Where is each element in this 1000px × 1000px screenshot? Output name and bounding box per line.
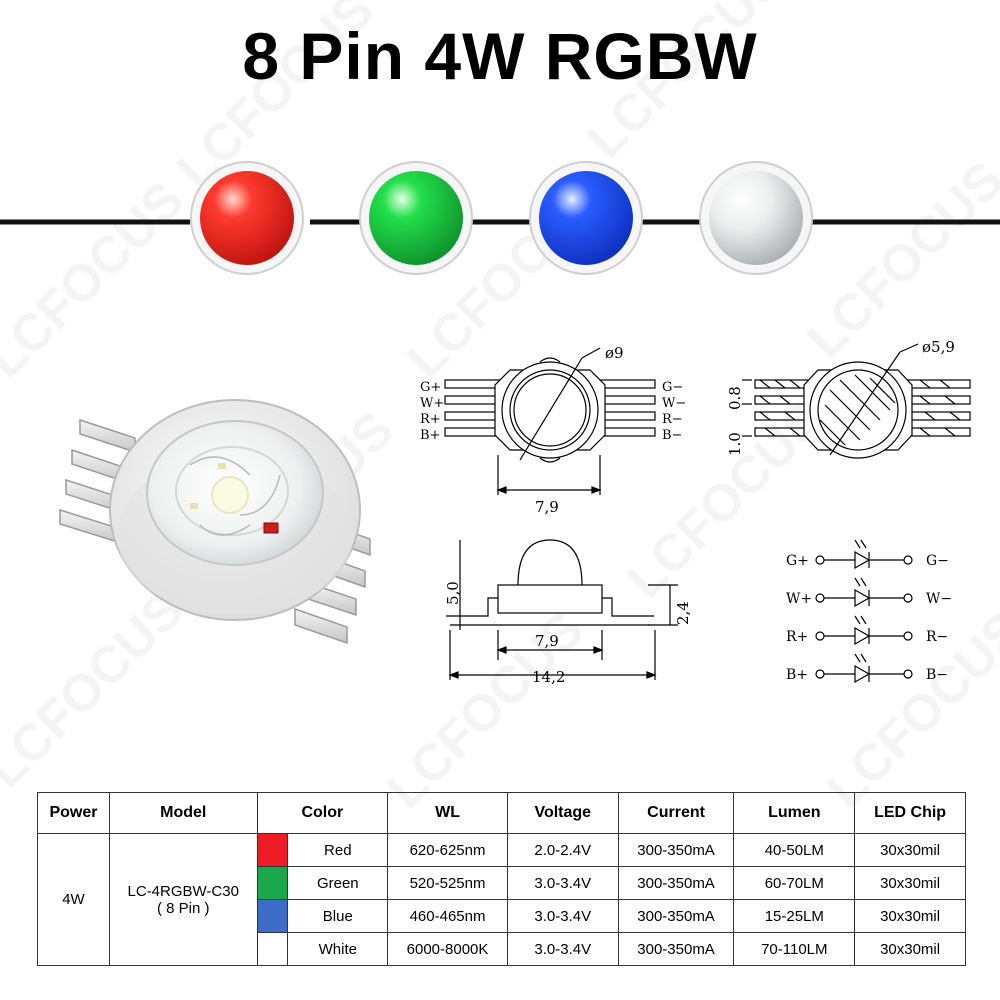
chip-cell: 30x30mil — [854, 833, 966, 867]
current-cell: 300-350mA — [617, 833, 735, 867]
spec-table: Power Model Color WL Voltage Current Lum… — [37, 792, 966, 966]
chip-cell: 30x30mil — [854, 866, 966, 900]
table-header: Lumen — [733, 792, 856, 834]
table-header: Current — [617, 792, 735, 834]
model-name: LC-4RGBW-C30 — [127, 882, 239, 900]
color-swatch-green — [256, 866, 289, 900]
page-title: 8 Pin 4W RGBW — [242, 19, 758, 93]
table-header: Power — [37, 792, 110, 834]
table-row: Green 520-525nm 3.0-3.4V 300-350mA 60-70… — [38, 866, 966, 900]
table-header: WL — [387, 792, 508, 834]
top-pin-label: R+ — [420, 412, 441, 427]
color-swatch-red — [256, 833, 289, 867]
side-view-drawing — [446, 539, 678, 680]
lumen-cell: 40-50LM — [733, 833, 856, 867]
side-height-label: 5,0 — [444, 581, 462, 605]
section-view-drawing — [742, 343, 971, 459]
red-led-ball — [190, 161, 304, 275]
voltage-cell: 3.0-3.4V — [506, 932, 619, 966]
chip-cell: 30x30mil — [854, 899, 966, 933]
blue-led-ball — [529, 161, 643, 275]
top-pin-label: W− — [662, 396, 686, 411]
section-diameter-label: ø5,9 — [922, 338, 955, 356]
top-pin-label: W+ — [420, 396, 444, 411]
white-led-ball — [699, 161, 813, 275]
top-pin-label: G+ — [420, 380, 441, 395]
side-overall-width-label: 14,2 — [532, 668, 565, 686]
top-view-width-label: 7,9 — [535, 498, 559, 516]
color-cell: Blue — [287, 899, 389, 933]
lumen-cell: 15-25LM — [733, 899, 856, 933]
schematic-minus-label: R− — [926, 629, 948, 645]
table-header-row: Power Model Color WL Voltage Current Lum… — [37, 792, 966, 834]
top-pin-label: B− — [662, 428, 682, 443]
model-pin-note: ( 8 Pin ) — [156, 899, 210, 917]
top-pin-label: R− — [662, 412, 683, 427]
lumen-cell: 70-110LM — [733, 932, 856, 966]
section-width-label: 1.0 — [726, 432, 744, 456]
color-swatch-blue — [256, 899, 289, 933]
green-led-ball — [359, 161, 473, 275]
table-header: Voltage — [506, 792, 619, 834]
color-swatch-white — [256, 932, 289, 966]
current-cell: 300-350mA — [617, 932, 735, 966]
table-header: Color — [256, 792, 389, 834]
current-cell: 300-350mA — [617, 899, 735, 933]
voltage-cell: 2.0-2.4V — [506, 833, 619, 867]
wl-cell: 460-465nm — [387, 899, 508, 933]
top-view-drawing — [444, 347, 656, 495]
color-cell: Red — [287, 833, 389, 867]
wl-cell: 620-625nm — [387, 833, 508, 867]
voltage-cell: 3.0-3.4V — [506, 899, 619, 933]
section-pitch-label: 0.8 — [726, 386, 744, 410]
table-row: Blue 460-465nm 3.0-3.4V 300-350mA 15-25L… — [38, 899, 966, 933]
table-header: Model — [108, 792, 258, 834]
lumen-cell: 60-70LM — [733, 866, 856, 900]
side-inner-width-label: 7,9 — [535, 632, 559, 650]
top-pin-label: B+ — [420, 428, 440, 443]
schematic-plus-label: W+ — [786, 591, 812, 607]
table-row: White 6000-8000K 3.0-3.4V 300-350mA 70-1… — [38, 932, 966, 966]
power-cell: 4W — [37, 833, 110, 966]
schematic-minus-label: B− — [926, 667, 948, 683]
schematic-minus-label: G− — [926, 553, 949, 569]
led-product-image — [40, 375, 420, 675]
led-color-row — [0, 160, 1000, 280]
table-row: 4W LC-4RGBW-C30 ( 8 Pin ) Red 620-625nm … — [37, 833, 966, 966]
wl-cell: 520-525nm — [387, 866, 508, 900]
wl-cell: 6000-8000K — [387, 932, 508, 966]
top-pin-label: G− — [662, 380, 683, 395]
model-cell: LC-4RGBW-C30 ( 8 Pin ) — [108, 833, 258, 966]
chip-cell: 30x30mil — [854, 932, 966, 966]
schematic-plus-label: G+ — [786, 553, 809, 569]
schematic-plus-label: R+ — [786, 629, 808, 645]
voltage-cell: 3.0-3.4V — [506, 866, 619, 900]
schematic-minus-label: W− — [926, 591, 952, 607]
color-cell: Green — [287, 866, 389, 900]
technical-drawing: ø9 7,9 G+ W+ R+ B+ G− W− R− B− — [400, 330, 1000, 700]
color-cell: White — [287, 932, 389, 966]
current-cell: 300-350mA — [617, 866, 735, 900]
schematic-diagram — [815, 539, 913, 684]
schematic-plus-label: B+ — [786, 667, 808, 683]
table-header: LED Chip — [854, 792, 966, 834]
side-body-height-label: 2,4 — [674, 601, 692, 625]
top-view-diameter-label: ø9 — [605, 344, 624, 362]
